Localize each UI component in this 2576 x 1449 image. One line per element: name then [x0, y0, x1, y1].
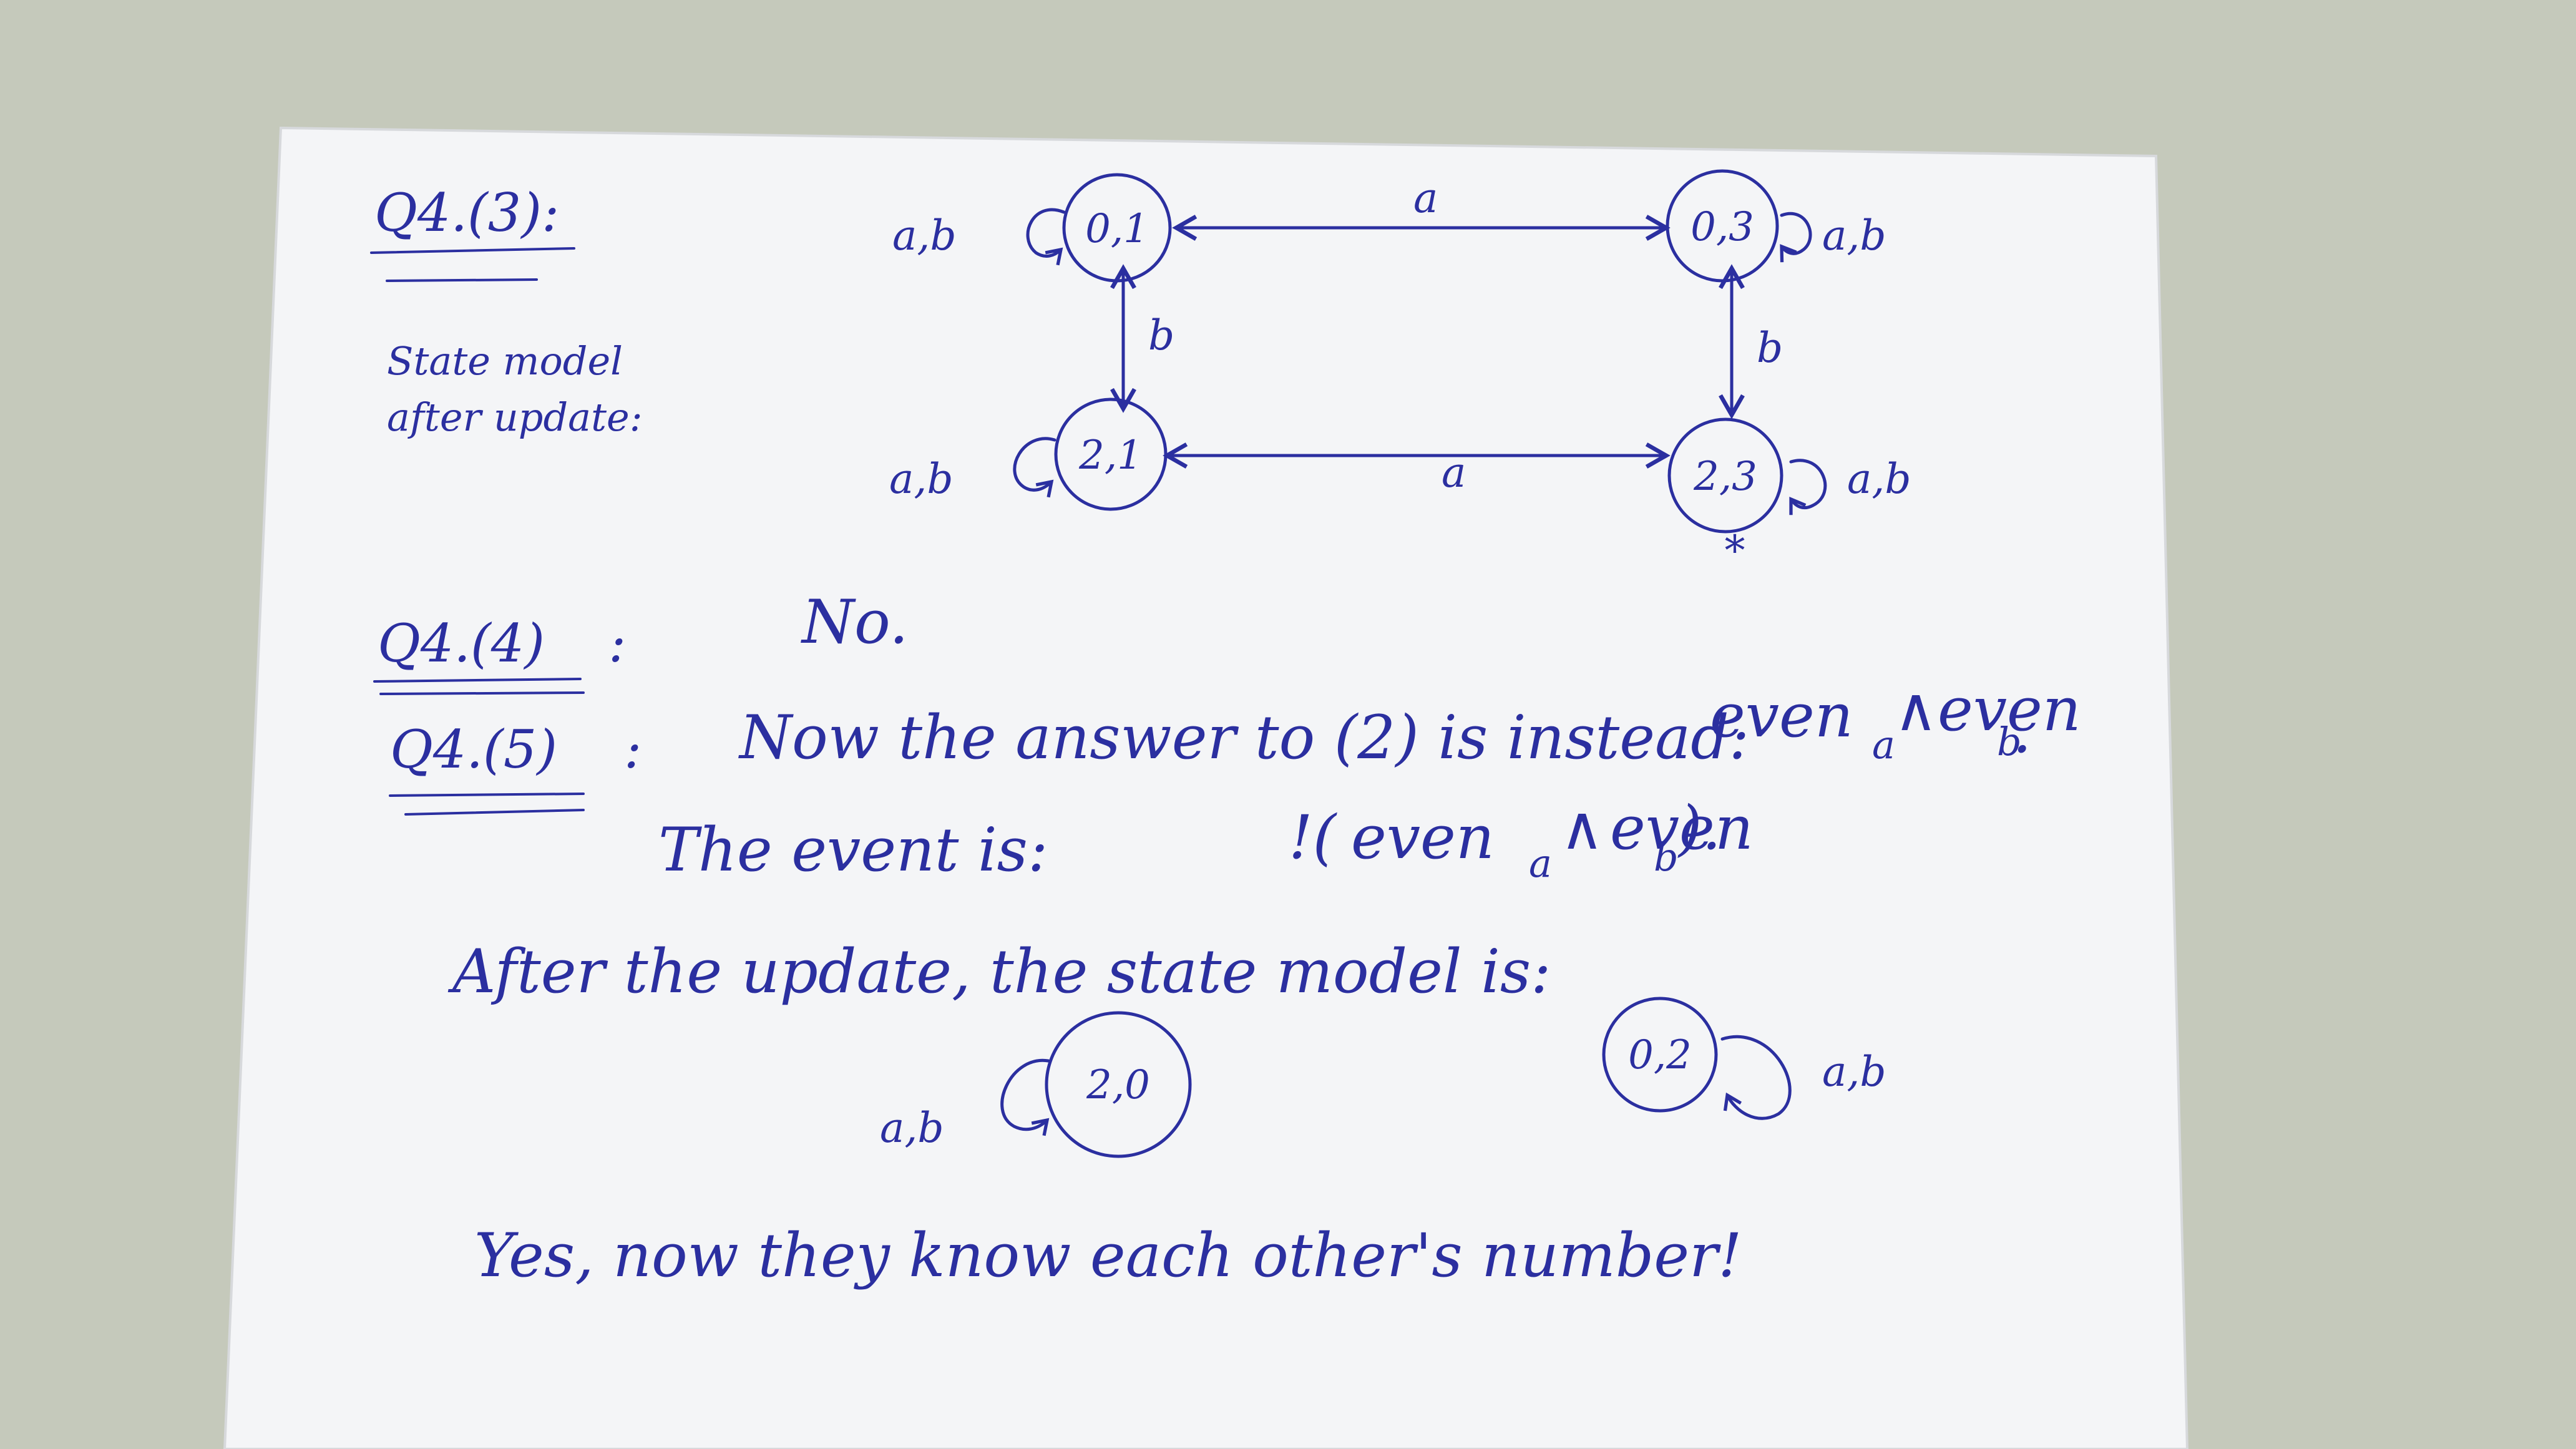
self-loop-2-0 — [1000, 1058, 1050, 1136]
formula-and: ∧ — [1894, 675, 1938, 744]
paper-sheet — [223, 126, 2189, 1449]
loop-label-2-1: a,b — [889, 455, 954, 503]
edge-label-left-b: b — [1148, 311, 1174, 359]
edge-label-bottom-a: a — [1442, 449, 1466, 497]
state-label-2-3: 2,3 — [1693, 454, 1757, 500]
self-loop-2-1 — [1013, 437, 1056, 498]
state-node-2-3: 2,3 — [1667, 417, 1783, 534]
heading-q4-4-colon: : — [608, 613, 626, 674]
heading-q4-5-colon: : — [624, 719, 642, 780]
q4-5-line-1-text: Now the answer to (2) is instead: — [738, 703, 1749, 773]
self-loop-2-3 — [1789, 459, 1827, 515]
formula-sub-a: a — [1872, 722, 1895, 768]
q4-5-line-2-text: The event is: — [658, 815, 1048, 885]
heading-underline — [370, 247, 575, 254]
heading-underline — [373, 678, 582, 683]
state-label-0-2: 0,2 — [1628, 1032, 1692, 1078]
state-node-0-3: 0,3 — [1666, 169, 1779, 283]
event-and: ∧ — [1560, 793, 1604, 863]
edge-label-right-b: b — [1757, 324, 1783, 372]
caption-line-1: State model — [387, 338, 623, 384]
formula-even-a: even — [1710, 681, 1853, 751]
actual-world-marker: * — [1725, 527, 1745, 575]
heading-q4-4: Q4.(4) — [378, 613, 545, 674]
state-node-2-0: 2,0 — [1045, 1011, 1192, 1158]
heading-q4-3: Q4.(3): — [374, 182, 559, 243]
formula-even-b: even — [1938, 675, 2081, 744]
event-formula: !( even a ∧ even b ). — [1289, 793, 1754, 886]
q4-5-line-3-text: After the update, the state model is: — [447, 937, 1551, 1007]
self-loop-0-3 — [1780, 212, 1812, 263]
heading-underline — [404, 809, 585, 816]
heading-underline — [389, 793, 585, 797]
formula-end: . — [2012, 696, 2032, 766]
self-loop-0-2 — [1720, 1035, 1792, 1120]
edge-label-top-a: a — [1413, 174, 1438, 222]
event-even-b: even — [1610, 793, 1754, 863]
state-node-0-1: 0,1 — [1062, 173, 1172, 283]
event-sub-b: b — [1654, 834, 1679, 880]
event-sub-a: a — [1529, 841, 1552, 886]
formula-sub-b: b — [1997, 719, 2022, 764]
conclusion-text: Yes, now they know each other's number! — [474, 1221, 1742, 1290]
self-loop-0-1 — [1026, 208, 1066, 266]
caption-line-2: after update: — [387, 394, 643, 440]
answer-q4-4: No. — [801, 587, 909, 657]
loop-label-0-2: a,b — [1822, 1048, 1886, 1096]
heading-underline — [379, 691, 585, 695]
state-label-0-3: 0,3 — [1690, 204, 1754, 250]
state-node-2-1: 2,1 — [1054, 398, 1168, 511]
event-open: !( — [1289, 803, 1338, 872]
event-even-a: even — [1351, 803, 1495, 872]
event-close: ). — [1677, 793, 1721, 863]
loop-label-2-0: a,b — [880, 1104, 944, 1152]
heading-underline — [386, 278, 538, 282]
state-node-0-2: 0,2 — [1602, 997, 1718, 1113]
loop-label-2-3: a,b — [1847, 455, 1911, 503]
loop-label-0-3: a,b — [1822, 212, 1886, 260]
state-label-2-1: 2,1 — [1078, 432, 1143, 479]
heading-q4-5: Q4.(5) — [390, 719, 557, 780]
state-label-0-1: 0,1 — [1085, 206, 1149, 252]
state-label-2-0: 2,0 — [1086, 1062, 1150, 1108]
formula-even-a-and-even-b: even a ∧ even b . — [1710, 675, 2081, 768]
loop-label-0-1: a,b — [892, 212, 957, 260]
